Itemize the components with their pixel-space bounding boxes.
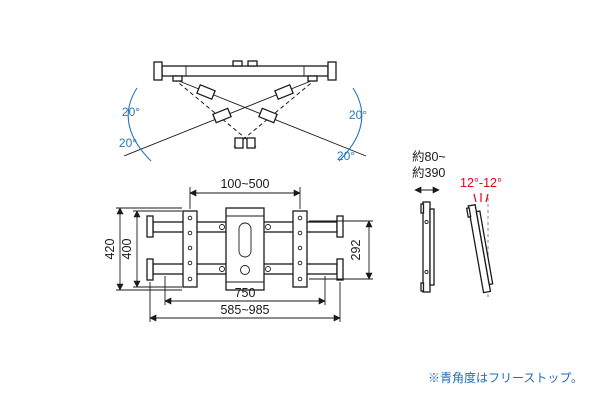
dim-label-height-outer: 420 [103,239,117,260]
tilt-tick [485,193,489,203]
swing-arm-dashed-right [233,78,317,148]
side-view-straight: 約80~ 約390 [412,149,446,293]
arm-pivot [219,266,225,272]
tv-bracket-left [212,107,232,124]
top-view-diagram: 20° 20° 20° 20° [119,60,367,163]
side-bottom-foot [420,282,425,292]
dimension-height-inner: 400 [120,210,182,288]
tilted-top-hook [465,207,472,218]
wall-plate-front [225,207,265,291]
tilt-angle-label: 12°-12° [460,176,502,190]
plate-end-cap-left [153,61,163,81]
side-profile-bar [422,201,431,293]
arm-pivot-foot-right [307,75,318,82]
tilted-wall-plate [475,210,494,286]
arm-pivot-foot-left [172,75,183,82]
dim-label-total-width: 585~985 [220,303,269,317]
front-view-diagram: 100~500 420 400 292 750 [103,177,373,322]
angle-label-left-upper: 20° [122,105,140,119]
angle-label-left-lower: 20° [119,136,137,150]
center-bracket [234,137,244,149]
plate-clamp [247,60,258,67]
plate-clamp [232,60,243,67]
side-top-hook [420,203,425,214]
depth-label-line1: 約80~ [412,149,446,164]
plate-hole [240,265,250,275]
side-view-tilted: 12°-12° [460,176,502,298]
side-screw [424,269,429,275]
plate-slot [238,222,252,258]
arm-elbow-left [196,83,216,101]
tilted-profile-group [465,203,494,294]
dim-label-height-right: 292 [349,240,363,261]
angle-label-right-upper: 20° [349,108,367,122]
dim-label-arm-width: 750 [235,286,256,300]
depth-label-line2: 約390 [412,165,445,180]
arm-pivot [265,266,271,272]
end-cap [146,215,154,238]
tilt-tick [473,193,477,203]
rail-holes [187,215,303,282]
end-cap [336,215,344,238]
dimension-top-width: 100~500 [189,177,301,209]
dimension-height-right: 292 [309,220,373,280]
angle-label-right-lower: 20° [337,149,355,163]
footnote-text: ※青角度はフリーストップ。 [428,370,583,385]
tv-bracket-right [258,107,278,124]
wall-plate-top-view [161,65,329,77]
plate-end-cap-right [327,61,337,81]
end-cap [336,258,344,281]
dimension-arm-width: 750 [164,276,326,305]
swivel-arc-right [338,87,363,162]
center-bracket [246,137,256,149]
swing-arm-dashed-left [173,78,257,148]
side-screw [424,219,429,225]
dim-label-top-width: 100~500 [220,177,269,191]
dimension-height-outer: 420 [103,207,182,291]
arm-elbow-right [274,83,294,101]
end-cap [146,258,154,281]
dimension-total-width: 585~985 [149,282,341,322]
arm-pivot [219,224,225,230]
dim-label-height-inner: 400 [120,239,134,260]
side-wall-plate [429,208,435,286]
swivel-arc-left [127,87,152,162]
arm-pivot [265,224,271,230]
